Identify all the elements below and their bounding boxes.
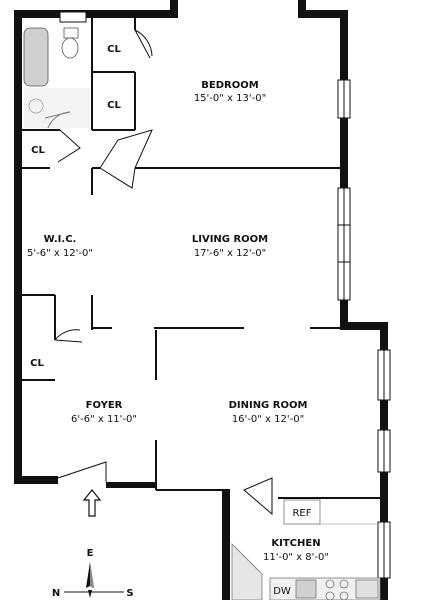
kitchen-fixtures xyxy=(231,499,381,600)
compass-icon xyxy=(64,562,124,598)
foyer-size: 6'-6" x 11'-0" xyxy=(71,414,137,425)
closet-label-1: CL xyxy=(107,44,121,55)
kitchen-size: 11'-0" x 8'-0" xyxy=(263,552,329,563)
entry-arrow-icon xyxy=(82,489,102,517)
living-room-size: 17'-6" x 12'-0" xyxy=(194,248,266,259)
wic-size: 5'-6" x 12'-0" xyxy=(27,248,93,259)
windows xyxy=(59,11,391,579)
bathtub xyxy=(23,27,49,87)
dw-label: DW xyxy=(273,586,291,597)
bathroom-fixtures xyxy=(23,27,90,128)
toilet xyxy=(61,37,79,59)
foyer-name: FOYER xyxy=(86,400,123,411)
dining-room-size: 16'-0" x 12'-0" xyxy=(232,414,304,425)
bedroom-name: BEDROOM xyxy=(201,80,258,91)
compass-south: S xyxy=(126,588,133,599)
closet-label-2: CL xyxy=(107,100,121,111)
doors xyxy=(44,29,273,516)
ref-label: REF xyxy=(292,508,311,519)
refrigerator xyxy=(283,499,321,525)
wic-name: W.I.C. xyxy=(44,234,77,245)
closet-label-3: CL xyxy=(31,145,45,156)
interior-walls xyxy=(22,18,384,499)
bedroom-size: 15'-0" x 13'-0" xyxy=(194,93,266,104)
kitchen-name: KITCHEN xyxy=(271,538,320,549)
compass-north: N xyxy=(52,588,60,599)
compass-east: E xyxy=(87,548,94,559)
living-room-name: LIVING ROOM xyxy=(192,234,268,245)
sink-basin xyxy=(295,579,317,599)
dining-room-name: DINING ROOM xyxy=(229,400,308,411)
closet-label-4: CL xyxy=(30,358,44,369)
